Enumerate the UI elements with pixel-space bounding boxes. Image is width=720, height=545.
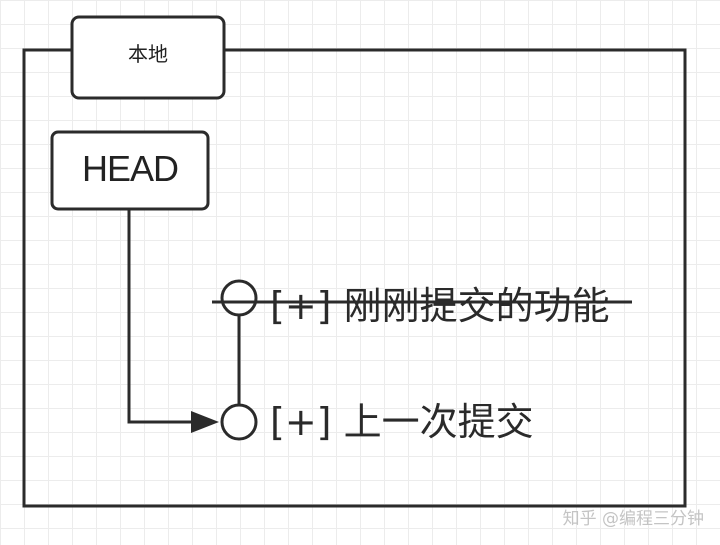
commit-label-previous: [+] 上一次提交 — [270, 400, 534, 444]
head-pointer-arrowhead — [191, 411, 219, 433]
local-tab-box — [70, 15, 226, 100]
local-tab-label: 本地 — [128, 42, 168, 66]
head-pointer-line — [127, 209, 196, 424]
commit-node-latest — [220, 279, 258, 317]
head-label: HEAD — [81, 148, 179, 189]
local-repo-frame — [22, 48, 687, 508]
commit-label-latest: [+] 刚刚提交的功能 — [270, 284, 610, 328]
commit-node-previous — [220, 403, 258, 441]
watermark: 知乎 @编程三分钟 — [562, 509, 704, 529]
